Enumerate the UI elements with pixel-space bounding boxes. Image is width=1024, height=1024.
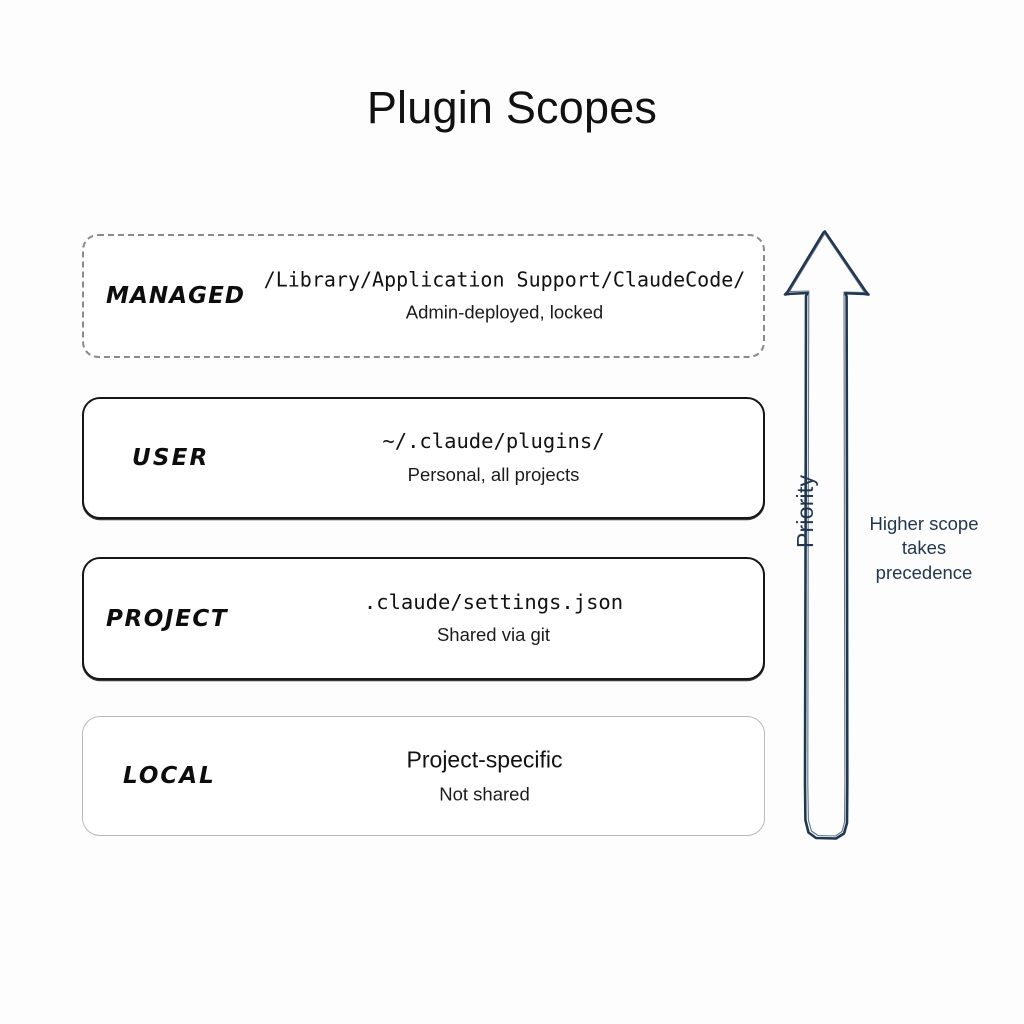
- scope-box-local: LOCAL Project-specific Not shared: [82, 716, 765, 836]
- scope-label-local: LOCAL: [123, 763, 216, 789]
- priority-axis-label: Priority: [792, 474, 818, 548]
- scope-label-project: PROJECT: [106, 605, 229, 632]
- scope-box-project: PROJECT .claude/settings.json Shared via…: [82, 557, 765, 680]
- precedence-note: Higher scope takes precedence: [858, 512, 990, 585]
- scope-path-project: .claude/settings.json: [363, 589, 624, 614]
- precedence-note-line1: Higher scope: [869, 513, 979, 534]
- scope-box-user: USER ~/.claude/plugins/ Personal, all pr…: [82, 397, 765, 519]
- scope-detail-local: Project-specific Not shared: [235, 744, 734, 807]
- scope-label-user: USER: [132, 445, 210, 471]
- precedence-note-line3: precedence: [875, 561, 973, 583]
- scope-detail-user: ~/.claude/plugins/ Personal, all project…: [236, 428, 751, 488]
- scope-description-managed: Admin-deployed, locked: [405, 301, 604, 323]
- scope-label-managed: MANAGED: [106, 283, 246, 309]
- scope-description-local: Not shared: [439, 783, 530, 805]
- scope-description-project: Shared via git: [436, 624, 551, 646]
- scope-detail-project: .claude/settings.json Shared via git: [236, 589, 751, 649]
- scope-detail-managed: /Library/Application Support/ClaudeCode/…: [252, 267, 757, 326]
- scope-description-user: Personal, all projects: [407, 463, 580, 485]
- priority-arrow: [778, 222, 878, 850]
- scope-path-managed: /Library/Application Support/ClaudeCode/: [263, 267, 746, 292]
- scope-box-managed: MANAGED /Library/Application Support/Cla…: [82, 234, 765, 358]
- up-arrow-icon: [783, 230, 870, 840]
- precedence-note-line2: takes: [901, 537, 947, 559]
- scope-path-user: ~/.claude/plugins/: [382, 429, 605, 454]
- scope-path-local: Project-specific: [406, 746, 563, 773]
- page-title: Plugin Scopes: [366, 82, 658, 133]
